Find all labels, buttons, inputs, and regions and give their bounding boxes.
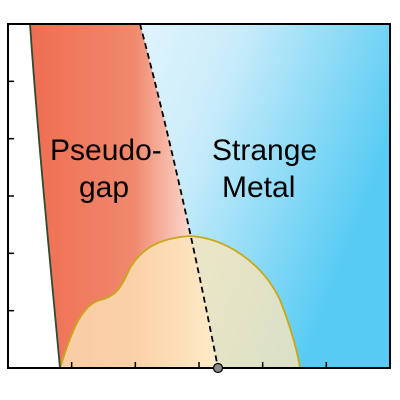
- y-axis-ticks: [8, 80, 14, 312]
- superconducting-dome: [59, 235, 301, 368]
- pseudogap-left-boundary: [29, 24, 61, 368]
- pseudogap-crossover-line: [139, 24, 219, 368]
- strange-metal-label-line2: Metal: [222, 171, 295, 204]
- left-white-region: [8, 24, 60, 368]
- strange-metal-label-line1: Strange: [212, 134, 317, 167]
- pseudogap-label-line1: Pseudo-: [50, 134, 162, 167]
- quantum-critical-point: [212, 362, 224, 374]
- pseudogap-label-line2: gap: [79, 171, 129, 204]
- x-axis-ticks: [70, 362, 328, 368]
